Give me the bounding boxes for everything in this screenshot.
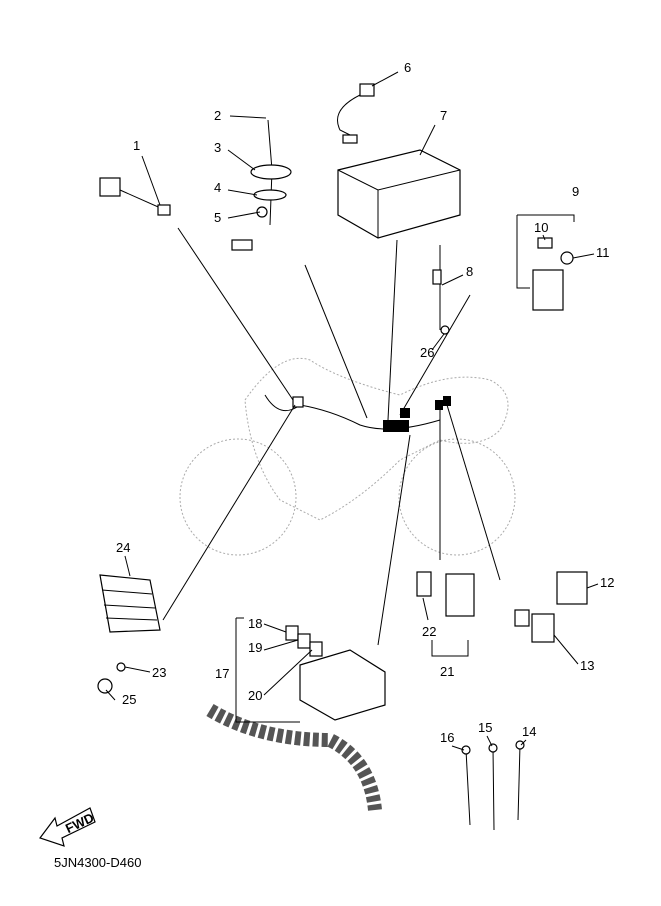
part-21-22-relays [416, 571, 475, 617]
part-12-relay [556, 571, 588, 605]
motorcycle-outline [179, 357, 516, 556]
harness-leader-line [162, 404, 296, 621]
leader-line-16 [451, 745, 465, 751]
bracket-21 [431, 640, 469, 657]
harness-connector [292, 396, 304, 408]
leader-line-5 [227, 211, 261, 219]
callout-21: 21 [440, 664, 454, 679]
leader-line-7 [419, 124, 436, 156]
callout-11: 11 [596, 245, 610, 260]
fwd-label: FWD [63, 810, 96, 836]
callout-10: 10 [534, 220, 548, 235]
harness-leader-line [446, 404, 501, 581]
callout-5: 5 [214, 210, 221, 225]
leader-line-19 [263, 639, 299, 651]
part-13-relay [514, 609, 555, 643]
part-14-16-bands [461, 740, 525, 831]
bracket-17 [235, 617, 300, 723]
leader-line-4 [227, 189, 258, 196]
part-8-cable [432, 245, 450, 335]
harness-leader-line [377, 434, 411, 646]
leader-line-26 [431, 333, 445, 351]
part-17-fuse-box [206, 625, 386, 811]
callout-16: 16 [440, 730, 454, 745]
leader-line-11 [572, 253, 595, 259]
part-6-lead [337, 83, 375, 144]
part-1-sensor [99, 177, 171, 216]
callout-15: 15 [478, 720, 492, 735]
callout-8: 8 [466, 264, 473, 279]
leader-line-14 [520, 739, 527, 746]
callout-12: 12 [600, 575, 614, 590]
leader-line-23 [124, 666, 151, 673]
callout-1: 1 [133, 138, 140, 153]
leader-line-25 [105, 689, 116, 701]
fwd-arrow-icon: FWD [39, 807, 96, 847]
callout-18: 18 [248, 616, 262, 631]
leader-line-24 [124, 555, 131, 577]
callout-3: 3 [214, 140, 221, 155]
callout-14: 14 [522, 724, 536, 739]
callout-4: 4 [214, 180, 221, 195]
callout-23: 23 [152, 665, 166, 680]
leader-line-1 [141, 155, 161, 206]
part-code: 5JN4300-D460 [54, 855, 142, 870]
leader-line-22 [422, 597, 429, 621]
callout-22: 22 [422, 624, 436, 639]
callout-17: 17 [215, 666, 229, 681]
callout-24: 24 [116, 540, 130, 555]
callout-20: 20 [248, 688, 262, 703]
leader-line-15 [486, 735, 493, 747]
callout-26: 26 [420, 345, 434, 360]
callout-7: 7 [440, 108, 447, 123]
leader-line-6 [371, 71, 399, 87]
leader-line-20 [263, 649, 313, 696]
callout-9: 9 [572, 184, 579, 199]
harness-leader-line [387, 239, 398, 421]
callout-13: 13 [580, 658, 594, 673]
callout-6: 6 [404, 60, 411, 75]
leader-line-12 [586, 583, 599, 589]
bracket-9 [516, 214, 575, 289]
callout-19: 19 [248, 640, 262, 655]
harness-connector [383, 420, 409, 432]
callout-25: 25 [122, 692, 136, 707]
callout-2: 2 [214, 108, 221, 123]
leader-line-2 [229, 115, 267, 119]
part-24-rectifier [97, 574, 161, 694]
harness-leader-line [304, 264, 368, 419]
harness-leader-line [399, 294, 471, 416]
part-2-sensor [231, 119, 292, 251]
leader-line-10 [542, 234, 546, 241]
part-9-relay [532, 237, 574, 311]
part-7-battery [337, 149, 461, 239]
leader-line-18 [263, 623, 287, 633]
harness-leader-line [177, 227, 294, 401]
leader-line-13 [553, 634, 579, 665]
leader-line-8 [441, 274, 464, 286]
leader-line-3 [227, 149, 256, 171]
